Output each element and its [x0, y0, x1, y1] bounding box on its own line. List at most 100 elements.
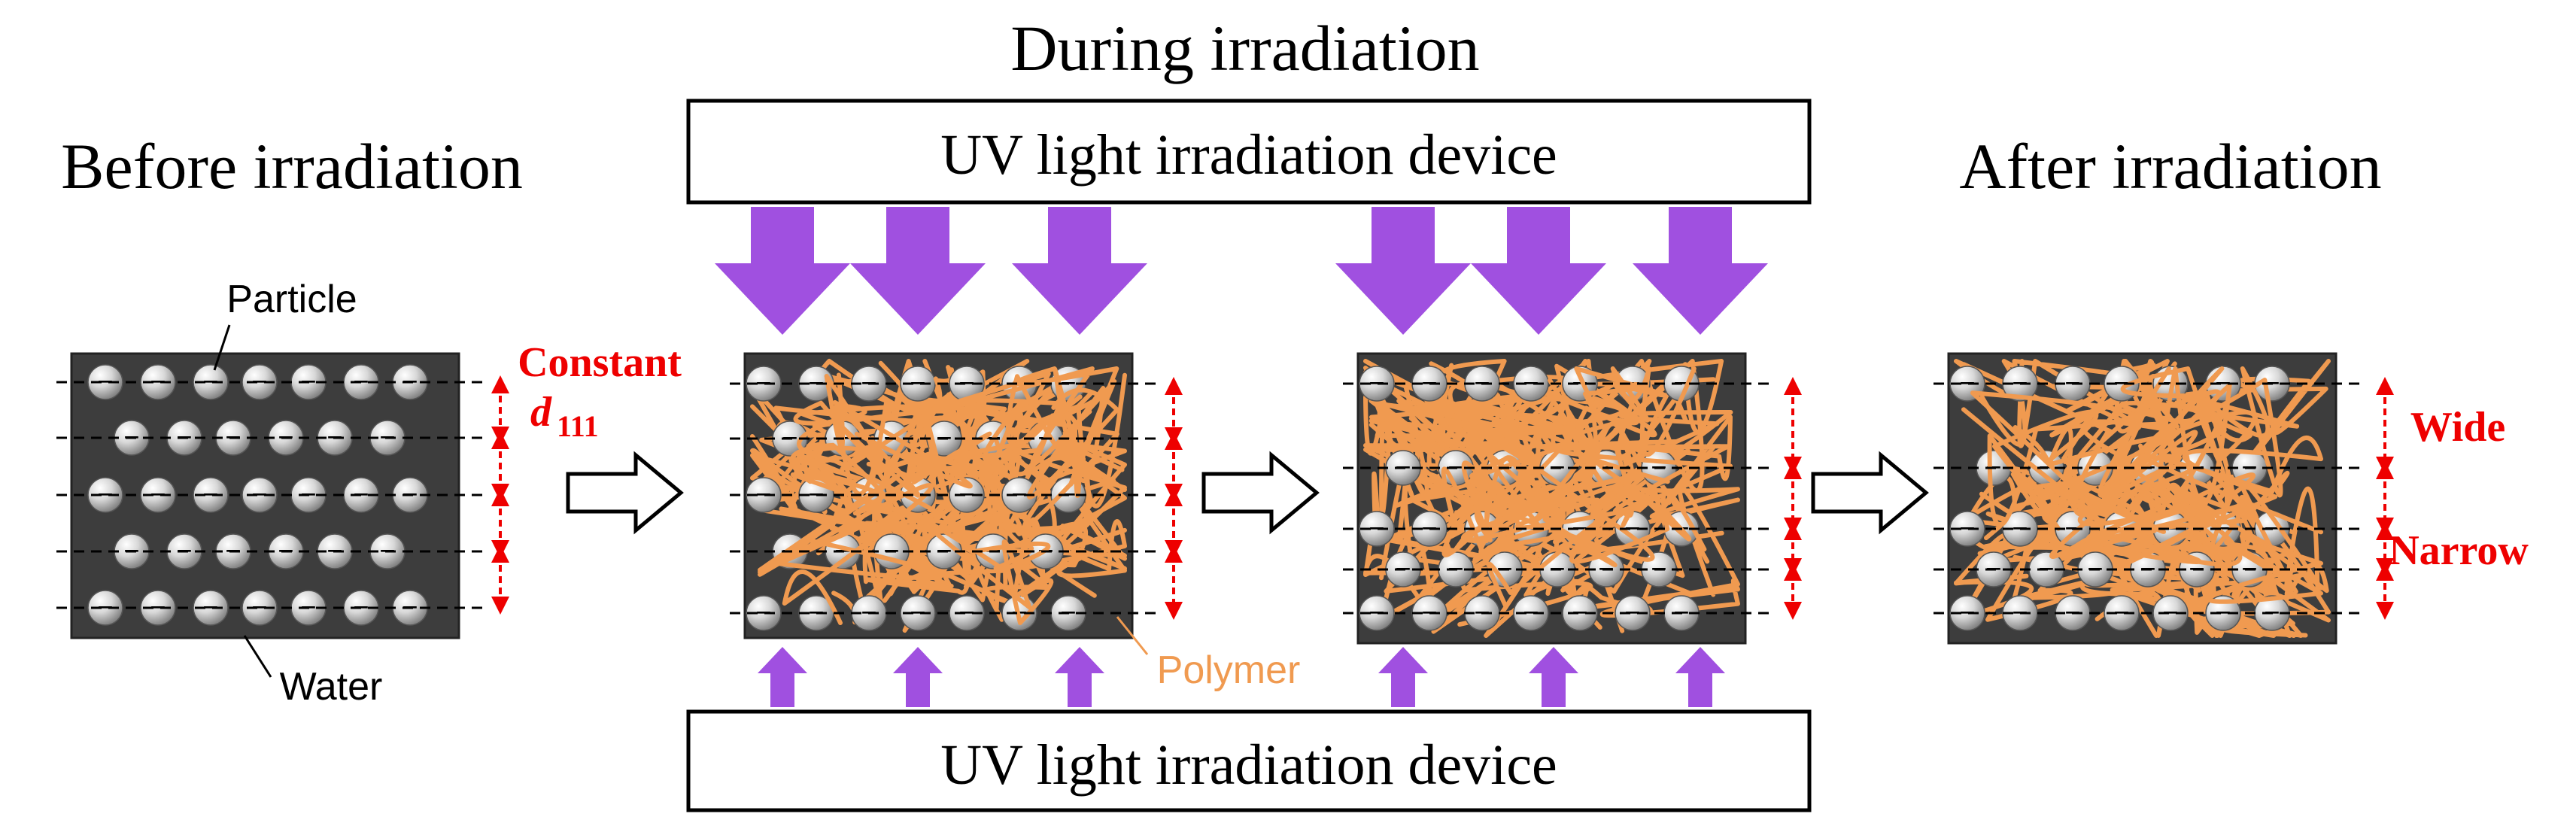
uv-light-arrow-up	[1378, 647, 1428, 707]
uv-light-arrow-down	[715, 207, 850, 335]
particle: −	[1615, 595, 1651, 631]
uv-light-arrow-up	[1675, 647, 1725, 707]
particle: −	[746, 366, 782, 402]
uv-light-arrow-down	[1335, 207, 1471, 335]
particle: −	[193, 590, 229, 626]
particle-charge-sign: −	[97, 366, 114, 398]
particle-charge-sign: −	[150, 366, 166, 398]
particle-charge-sign: −	[1624, 597, 1641, 629]
title-before: Before irradiation	[61, 130, 523, 202]
uv-light-arrow-down	[1633, 207, 1768, 335]
particle-charge-sign: −	[1368, 368, 1385, 399]
particle-charge-sign: −	[251, 366, 268, 398]
particle: −	[746, 477, 782, 513]
particle: −	[949, 595, 985, 631]
particle-charge-sign: −	[958, 597, 975, 629]
uv-device-bottom-label: UV light irradiation device	[940, 733, 1557, 797]
particle: −	[242, 477, 278, 513]
particle-charge-sign: −	[2113, 597, 2130, 629]
wide-label: Wide	[2410, 404, 2506, 451]
uv-light-arrow-down	[1012, 207, 1147, 335]
constant-label: Constant	[518, 339, 682, 386]
particle-charge-sign: −	[910, 597, 926, 629]
particle: −	[87, 477, 123, 513]
uv-light-arrow-down	[1471, 207, 1606, 335]
particle-charge-sign: −	[1368, 513, 1385, 545]
particle: −	[1949, 511, 1985, 547]
uv-arrows-down	[715, 207, 1768, 335]
process-arrow-2	[1201, 451, 1320, 535]
water-label: Water	[280, 665, 383, 709]
particle-charge-sign: −	[755, 597, 772, 629]
particle: −	[140, 477, 176, 513]
particle: −	[1359, 366, 1395, 402]
particle: −	[949, 366, 985, 402]
process-arrow-1	[566, 451, 684, 535]
process-arrow-3	[1811, 451, 1929, 535]
particle-charge-sign: −	[755, 479, 772, 511]
d111-subscript: 111	[557, 409, 599, 443]
particle-charge-sign: −	[1011, 479, 1028, 511]
polymer-chains	[1961, 366, 2323, 604]
panel-during-irradiation-late: −−−−−−−−−−−−−−−−−−−−−−−−−−−−−−−−−	[1343, 352, 1802, 645]
narrow-label: Narrow	[2389, 527, 2529, 574]
polymer-chains	[1441, 366, 1733, 609]
particle-charge-sign: −	[150, 592, 166, 624]
title-after: After irradiation	[1959, 130, 2381, 202]
particle-charge-sign: −	[202, 592, 219, 624]
particle: −	[140, 364, 176, 400]
title-during: During irradiation	[1010, 12, 1479, 84]
particle-charge-sign: −	[1368, 597, 1385, 629]
polymer-label: Polymer	[1157, 648, 1301, 692]
particle-charge-sign: −	[97, 592, 114, 624]
particle-charge-sign: −	[910, 368, 926, 399]
particle: −	[746, 595, 782, 631]
panel-before-irradiation: −−−−−−−−−−−−−−−−−−−−−−−−−−−−−−−−−	[56, 352, 509, 639]
polymer-chains	[758, 366, 1119, 625]
particle-charge-sign: −	[202, 366, 219, 398]
particle: −	[193, 477, 229, 513]
particle: −	[1562, 595, 1598, 631]
panel-after-irradiation: −−−−−−−−−−−−−−−−−−−−−−−−−−−−−−−−−	[1934, 352, 2394, 645]
particle: −	[193, 364, 229, 400]
particle-charge-sign: −	[1959, 597, 1976, 629]
particle-label: Particle	[226, 278, 357, 321]
d111-main: d	[530, 389, 552, 436]
particle-charge-sign: −	[2215, 597, 2231, 629]
particle-charge-sign: −	[2162, 597, 2179, 629]
particle-charge-sign: −	[251, 479, 268, 511]
particle: −	[1949, 595, 1985, 631]
particle: −	[1359, 595, 1395, 631]
particle-charge-sign: −	[150, 479, 166, 511]
particle: −	[2205, 595, 2241, 631]
particle-charge-sign: −	[1523, 597, 1539, 629]
uv-device-top: UV light irradiation device	[686, 99, 1812, 205]
particle: −	[1359, 511, 1395, 547]
particle: −	[242, 364, 278, 400]
particle-charge-sign: −	[1959, 513, 1976, 545]
particle: −	[1513, 595, 1549, 631]
particle-charge-sign: −	[251, 592, 268, 624]
particle-charge-sign: −	[97, 479, 114, 511]
particle: −	[242, 590, 278, 626]
particle: −	[2104, 595, 2140, 631]
particle-charge-sign: −	[1523, 368, 1539, 399]
particle: −	[1001, 477, 1037, 513]
uv-light-arrow-up	[1529, 647, 1578, 707]
uv-light-arrow-up	[1055, 647, 1104, 707]
particle-charge-sign: −	[755, 368, 772, 399]
uv-light-arrow-up	[893, 647, 943, 707]
particle-charge-sign: −	[1572, 368, 1588, 399]
particle-charge-sign: −	[202, 479, 219, 511]
particle: −	[900, 595, 936, 631]
panel-during-irradiation-early: −−−−−−−−−−−−−−−−−−−−−−−−−−−−−−−−−	[730, 352, 1183, 639]
uv-light-arrow-down	[850, 207, 986, 335]
polymer-leader-line	[1116, 616, 1149, 655]
particle: −	[87, 590, 123, 626]
uv-device-top-label: UV light irradiation device	[940, 123, 1557, 187]
uv-light-arrow-up	[758, 647, 807, 707]
water-leader-line	[243, 635, 272, 678]
d111-label: d 111	[530, 389, 599, 443]
uv-arrows-up	[758, 647, 1725, 707]
